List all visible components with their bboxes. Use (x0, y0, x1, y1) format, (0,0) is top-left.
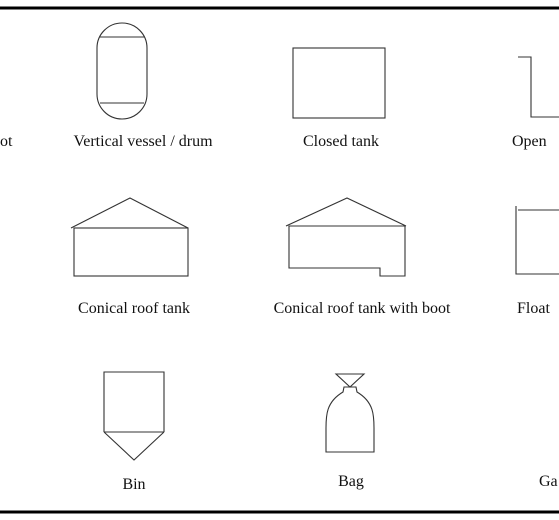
bag-symbol (325, 373, 375, 453)
label-gas-partial: Ga (539, 473, 558, 490)
label-bag: Bag (338, 473, 364, 490)
floating-roof-tank-symbol (515, 206, 559, 275)
label-closed-tank: Closed tank (303, 133, 379, 150)
bin-symbol (103, 371, 165, 461)
open-tank-symbol (518, 56, 559, 118)
label-open-tank-partial: Open (512, 133, 547, 150)
label-partial-ot: ot (0, 133, 13, 150)
label-bin: Bin (122, 476, 146, 493)
label-floating-roof-tank-partial: Float (517, 300, 550, 317)
closed-tank-symbol (292, 47, 386, 119)
label-conical-roof-tank: Conical roof tank (78, 300, 190, 317)
label-vertical-vessel-drum: Vertical vessel / drum (73, 133, 213, 150)
label-conical-roof-tank-with-boot: Conical roof tank with boot (273, 300, 451, 317)
vertical-vessel-drum-symbol (96, 22, 148, 120)
conical-roof-tank-with-boot-symbol (285, 197, 407, 277)
conical-roof-tank-symbol (70, 197, 189, 277)
